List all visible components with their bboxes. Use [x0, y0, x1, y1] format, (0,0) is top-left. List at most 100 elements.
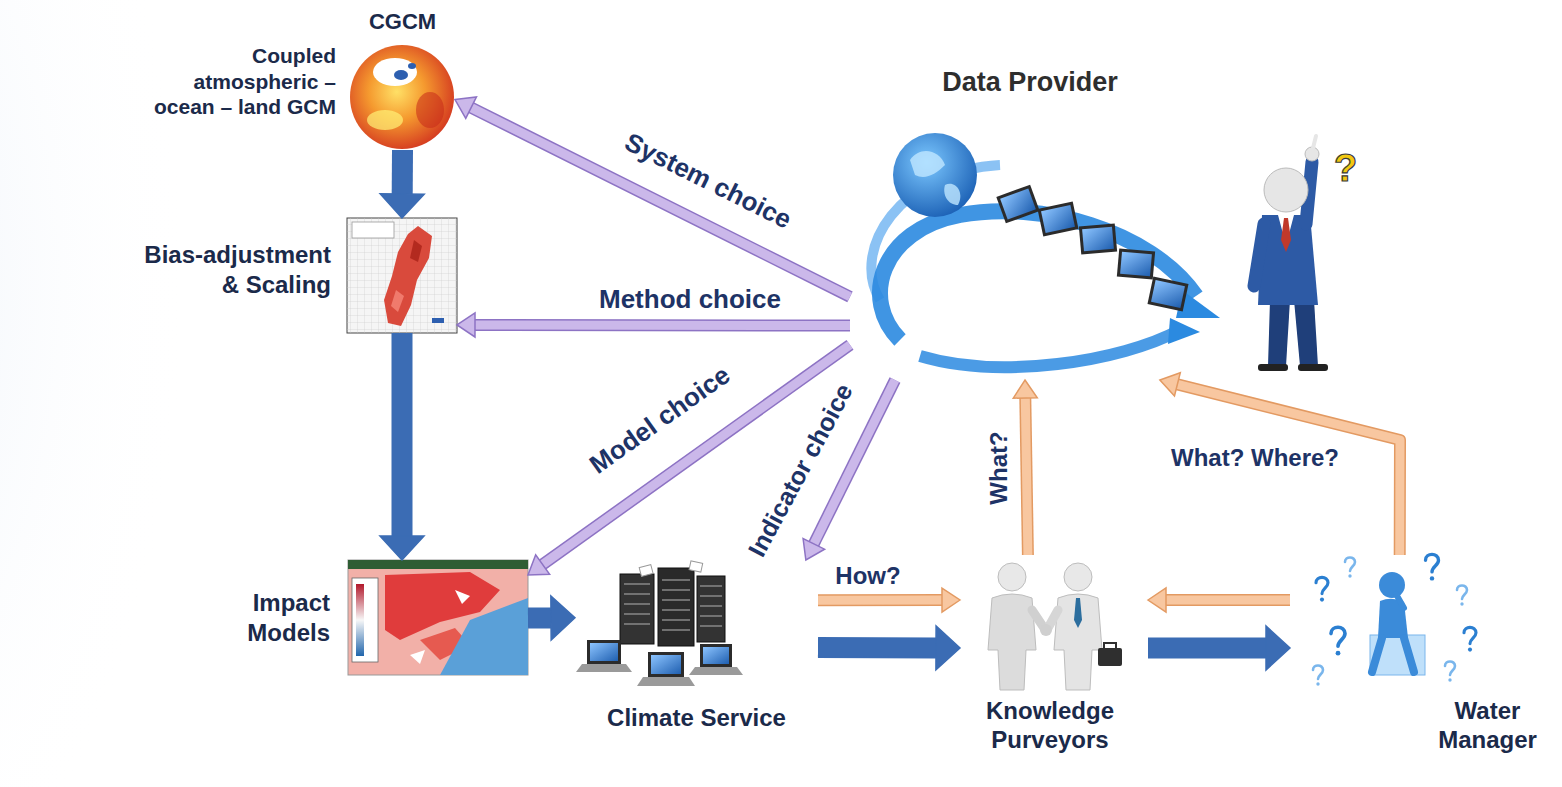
data-provider-illustration	[1254, 224, 1264, 286]
globe-illustration	[350, 45, 454, 149]
arrow-shaft	[1148, 639, 1266, 657]
arrow-head	[1266, 626, 1290, 670]
flow-arrow	[1160, 373, 1400, 555]
actor-node: Water Manager	[1290, 555, 1545, 755]
node-heading: CGCM	[369, 9, 436, 35]
server-illustration	[689, 667, 743, 675]
water-manager-illustration	[1313, 554, 1476, 685]
data-provider-illustration	[1294, 300, 1318, 366]
edge-label: What? Where?	[1171, 444, 1339, 473]
handshake-illustration	[1074, 598, 1082, 628]
node-label: Knowledge Purveyors	[960, 697, 1140, 755]
data-provider-illustration	[944, 184, 960, 205]
arrow-head	[455, 97, 476, 118]
flow-arrow	[818, 588, 960, 612]
arrow-shaft	[818, 639, 936, 657]
server-illustration	[703, 647, 729, 664]
server-illustration	[639, 565, 653, 577]
globe-illustration	[394, 70, 408, 80]
data-provider-illustration	[1000, 189, 1036, 220]
actor-node: Knowledge Purveyors	[960, 555, 1148, 755]
data-provider-illustration	[1082, 227, 1114, 252]
arrow-outline	[475, 319, 850, 332]
globe-illustration	[373, 58, 417, 86]
water-manager-illustration	[1445, 662, 1455, 682]
arrow-head	[1148, 588, 1166, 612]
data-provider-illustration	[910, 151, 945, 177]
arrow-outline	[392, 333, 413, 536]
water-manager-illustration	[1372, 638, 1382, 672]
data-provider-illustration	[1168, 318, 1200, 344]
arrow-head	[551, 596, 575, 640]
water-manager-illustration	[1316, 577, 1328, 601]
flow-arrow	[455, 97, 850, 297]
edge-label: How?	[835, 562, 900, 591]
server-illustration	[689, 561, 703, 572]
map-node: Bias-adjustment & Scaling	[347, 218, 457, 333]
bias-map-illustration	[347, 218, 457, 333]
arrow-outline	[392, 150, 413, 194]
node-heading: Data Provider	[942, 66, 1118, 98]
impact-map-illustration	[348, 560, 528, 675]
handshake-illustration	[1098, 648, 1122, 666]
impact-map-illustration	[348, 560, 528, 675]
data-provider-illustration	[1117, 248, 1155, 279]
data-provider-illustration	[1079, 223, 1117, 254]
arrow-shaft	[393, 150, 411, 194]
flow-arrow	[380, 150, 424, 218]
arrow-shaft	[1166, 596, 1290, 605]
arrow-head	[528, 555, 550, 575]
server-illustration	[648, 652, 684, 677]
arrow-outline	[528, 607, 551, 628]
impact-map-illustration	[440, 598, 528, 675]
data-provider-illustration	[1037, 202, 1078, 237]
data-provider-illustration	[996, 185, 1039, 224]
arrow-outline	[1148, 638, 1266, 659]
arrow-head	[380, 194, 424, 218]
server-illustration	[637, 677, 695, 686]
arrow-head	[380, 536, 424, 560]
impact-map-illustration	[352, 578, 378, 662]
water-manager-illustration	[1404, 638, 1414, 672]
node-label: Impact Models	[205, 588, 330, 648]
node-label: Bias-adjustment & Scaling	[126, 240, 331, 300]
edge-label: What?	[985, 431, 1014, 504]
flow-arrow	[1148, 626, 1290, 670]
data-provider-node: Data Provider	[850, 60, 1370, 380]
arrow-head	[457, 313, 475, 337]
arrow-shaft	[818, 596, 942, 605]
data-provider-illustration	[1268, 300, 1290, 366]
arrow-shaft	[471, 108, 850, 297]
data-provider-illustration	[1037, 202, 1078, 237]
arrow-shaft	[528, 609, 551, 627]
globe-illustration	[350, 45, 454, 149]
bias-map-illustration	[391, 290, 404, 312]
bias-map-illustration	[352, 222, 394, 238]
arrow-head	[1160, 373, 1180, 396]
node-label: Climate Service	[575, 704, 818, 733]
data-provider-illustration	[1117, 248, 1155, 279]
arrow-outline	[1166, 594, 1290, 606]
server-illustration	[590, 643, 618, 661]
data-provider-illustration	[996, 185, 1039, 224]
globe-illustration	[367, 110, 403, 130]
arrow-head	[803, 539, 825, 560]
handshake-illustration	[988, 563, 1122, 690]
impact-map-illustration	[356, 584, 364, 656]
flow-arrow	[380, 333, 424, 560]
server-illustration	[624, 580, 722, 630]
impact-map-illustration	[348, 560, 528, 569]
impact-map-illustration	[410, 650, 425, 664]
bias-map-illustration	[384, 226, 432, 326]
arrow-shaft	[475, 321, 850, 331]
service-node: Climate Service	[575, 560, 818, 735]
arrow-outline	[471, 108, 850, 297]
globe-illustration	[416, 92, 444, 128]
flow-arrow	[528, 596, 575, 640]
water-manager-illustration	[1464, 627, 1476, 651]
bias-map-illustration	[347, 218, 457, 333]
water-manager-illustration	[1396, 594, 1404, 608]
map-node: Impact Models	[348, 560, 528, 675]
